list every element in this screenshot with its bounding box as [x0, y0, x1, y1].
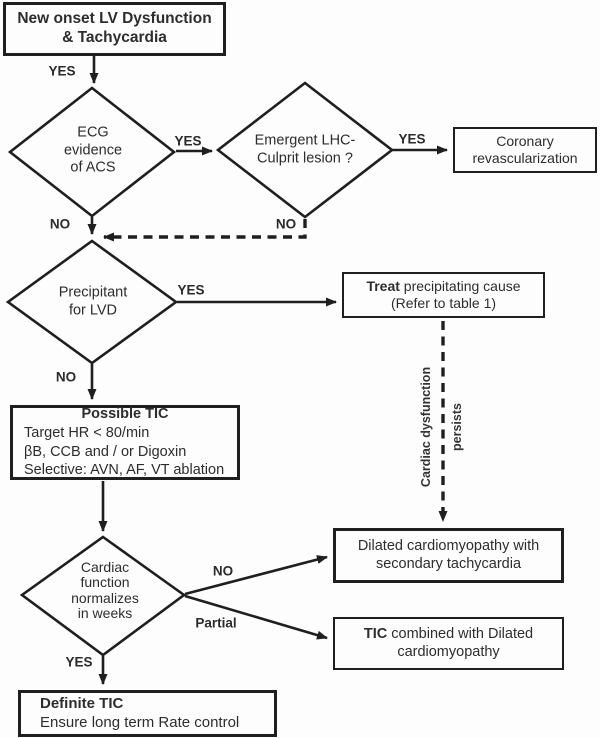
- node-possible-tic: Possible TIC Target HR < 80/min βB, CCB …: [10, 405, 240, 480]
- decision-cardiac-function-normalizes: [19, 535, 187, 657]
- label-yes-cardiacfn: YES: [65, 654, 93, 670]
- decision-text-cardiac-function: Cardiac function normalizes in weeks: [71, 559, 139, 622]
- node-text-line: Target HR < 80/min: [24, 424, 150, 441]
- label-no-cardiacfn: NO: [212, 563, 234, 579]
- node-text-line: (Refer to table 1): [390, 295, 497, 311]
- node-text-line: βB, CCB and / or Digoxin: [24, 443, 187, 460]
- node-text-line: secondary tachycardia: [375, 555, 522, 572]
- label-no-ecg: NO: [49, 216, 71, 232]
- decision-text-line: ECG: [77, 124, 109, 141]
- decision-text-line: Culprit lesion ?: [257, 150, 353, 166]
- decision-emergent-lhc-culprit-lesion: [215, 81, 395, 219]
- arrow-cardiacfn-partial-to-ticcombined: [184, 594, 328, 640]
- node-text-line: Dilated cardiomyopathy with: [357, 537, 540, 554]
- node-text-line: Treat precipitating cause: [366, 278, 520, 295]
- node-text-line: Ensure long term Rate control: [40, 713, 240, 731]
- arrow-cardiacfn-no-to-dilated: [184, 555, 328, 596]
- label-cardiac-dysfunction-persists-line1: Cardiac dysfunction: [419, 366, 433, 488]
- label-yes-lhc: YES: [398, 131, 426, 147]
- node-new-onset-lv-dysfunction: New onset LV Dysfunction & Tachycardia: [3, 2, 226, 56]
- label-cardiac-dysfunction-persists-line2: persists: [450, 403, 464, 451]
- label-no-precipitant: NO: [55, 369, 77, 385]
- label-partial: Partial: [195, 615, 237, 631]
- node-text-bold: Treat: [366, 277, 400, 294]
- node-text-line: Coronary: [496, 132, 554, 149]
- node-text-line: Possible TIC: [81, 405, 169, 422]
- node-text-line: revascularization: [472, 150, 578, 166]
- node-treat-precipitating-cause: Treat precipitating cause (Refer to tabl…: [342, 272, 545, 318]
- node-definite-tic: Definite TIC Ensure long term Rate contr…: [18, 690, 277, 737]
- node-text-line: & Tachycardia: [62, 29, 167, 46]
- node-text-line: cardiomyopathy: [397, 643, 500, 660]
- label-yes-top: YES: [48, 63, 76, 79]
- decision-text-line: of ACS: [70, 159, 116, 176]
- decision-text-line: normalizes: [71, 590, 139, 606]
- node-coronary-revascularization: Coronary revascularization: [453, 127, 597, 173]
- decision-text-lhc: Emergent LHC- Culprit lesion ?: [255, 132, 356, 167]
- decision-text-line: evidence: [63, 142, 123, 159]
- dashed-arrow-lhc-no-to-precipitant: [103, 219, 307, 242]
- label-yes-ecg: YES: [174, 133, 202, 149]
- decision-text-line: for LVD: [68, 302, 118, 318]
- decision-text-line: Precipitant: [58, 284, 128, 301]
- decision-text-line: Cardiac: [80, 559, 130, 576]
- node-tic-combined-with-dcm: TIC combined with Dilated cardiomyopathy: [333, 617, 564, 670]
- decision-text-line: function: [80, 574, 130, 591]
- decision-precipitant-for-lvd: [5, 239, 179, 365]
- label-no-lhc: NO: [275, 216, 297, 232]
- decision-text-line: Emergent LHC-: [254, 132, 356, 149]
- node-dilated-cardiomyopathy: Dilated cardiomyopathy with secondary ta…: [333, 528, 564, 583]
- decision-ecg-evidence-of-acs: [7, 86, 177, 218]
- node-text-rest: precipitating cause: [399, 277, 521, 294]
- node-text-line: Selective: AVN, AF, VT ablation: [24, 462, 225, 479]
- decision-text-precipitant: Precipitant for LVD: [59, 284, 128, 319]
- node-text-rest: combined with Dilated: [387, 625, 534, 642]
- label-yes-precipitant: YES: [177, 282, 205, 298]
- decision-text-line: in weeks: [77, 605, 133, 622]
- node-text-line: TIC combined with Dilated: [364, 626, 533, 644]
- node-text-bold: TIC: [363, 625, 388, 642]
- node-text-line: New onset LV Dysfunction: [17, 10, 212, 28]
- decision-text-ecg: ECG evidence of ACS: [64, 124, 122, 177]
- node-text-line: Definite TIC: [40, 695, 124, 713]
